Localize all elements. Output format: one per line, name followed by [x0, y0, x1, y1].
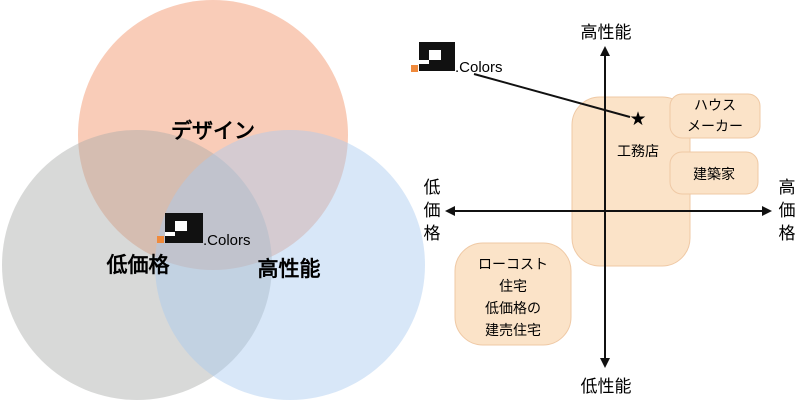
label-lowcost-line-4: 建売住宅 — [485, 323, 541, 339]
axis-label-bottom: 低性能 — [581, 377, 632, 397]
axis-label-left: 低 価 格 — [424, 178, 441, 244]
logo-notch — [175, 221, 187, 231]
logo-accent-square — [411, 65, 418, 72]
box-lowcost — [454, 242, 572, 346]
venn-diagram: デザイン 低価格 高性能 .Colors — [2, 0, 425, 400]
venn-label-design: デザイン — [171, 119, 255, 143]
box-kenchikuka — [669, 151, 759, 195]
axis-label-right: 高 価 格 — [779, 178, 796, 244]
axis-label-right-char-3: 格 — [779, 224, 796, 244]
positioning-map: 高性能 低性能 低 価 格 高 価 格 工務店 ハウス メーカー 建築家 ローコ… — [411, 23, 796, 397]
axis-label-right-char-2: 価 — [779, 201, 796, 221]
venn-circle-design — [78, 0, 348, 270]
label-lowcost-line-3: 低価格の — [485, 301, 541, 317]
venn-label-high-performance: 高性能 — [258, 257, 321, 281]
axis-label-left-char-2: 価 — [424, 201, 441, 221]
logo-accent-square — [157, 236, 164, 243]
venn-label-low-price: 低価格 — [106, 253, 171, 277]
label-lowcost-line-2: 住宅 — [499, 279, 527, 295]
positioning-logo: .Colors — [411, 42, 503, 76]
venn-circle-low-price — [2, 130, 272, 400]
box-house-maker — [669, 93, 761, 139]
axis-label-left-char-1: 低 — [424, 178, 441, 198]
pointer-line — [473, 73, 631, 118]
axis-label-left-char-3: 格 — [424, 224, 441, 244]
positioning-logo-text: .Colors — [455, 59, 503, 76]
label-house-maker-line-2: メーカー — [687, 119, 743, 135]
label-kenchikuka: 建築家 — [693, 166, 735, 183]
venn-logo-text: .Colors — [203, 232, 251, 249]
logo-notch — [429, 50, 441, 60]
logo-notch-2 — [165, 232, 175, 236]
axis-label-right-char-1: 高 — [779, 178, 796, 198]
label-lowcost-line-1: ローコスト — [478, 257, 548, 273]
venn-center-logo: .Colors — [157, 213, 251, 249]
venn-circle-high-performance — [155, 130, 425, 400]
label-koumuten: 工務店 — [617, 144, 659, 160]
star-icon: ★ — [629, 108, 646, 130]
axis-label-top: 高性能 — [581, 23, 632, 43]
label-house-maker-line-1: ハウス — [694, 98, 736, 114]
logo-notch-2 — [419, 60, 429, 64]
